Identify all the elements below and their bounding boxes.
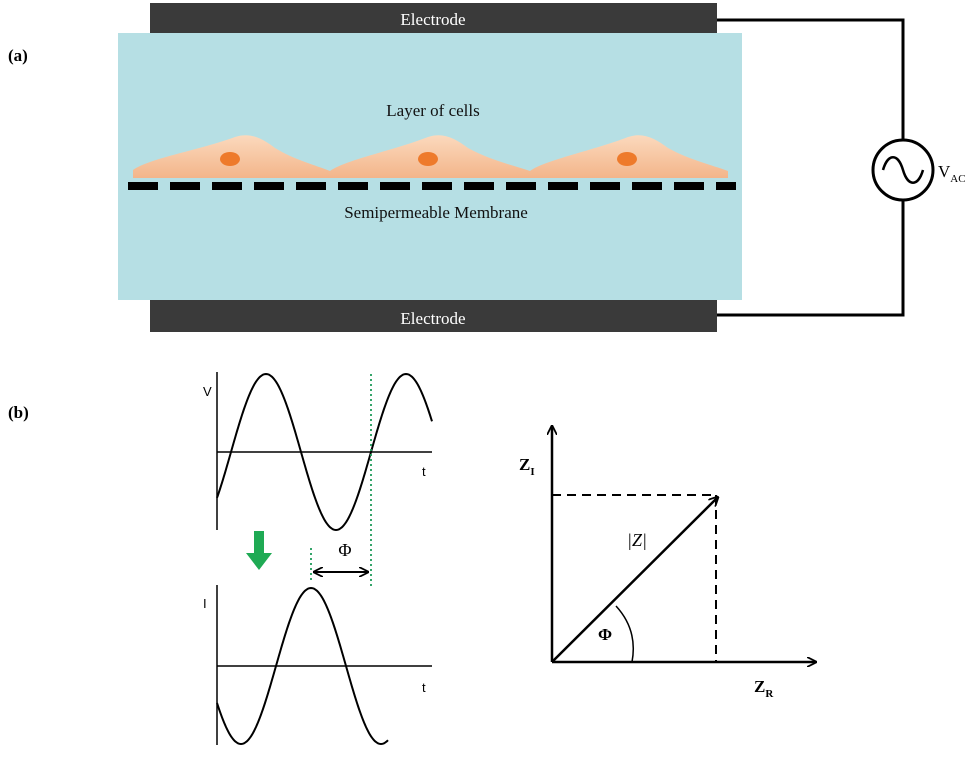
sine-wave-icon: [881, 156, 925, 184]
current-axis-label: I: [203, 596, 207, 611]
voltage-waveform: [216, 372, 433, 532]
panel-a-label: (a): [8, 46, 28, 65]
top-electrode-label: Electrode: [400, 10, 465, 29]
membrane-label: Semipermeable Membrane: [344, 203, 528, 222]
source-label: VAC: [938, 162, 966, 185]
angle-label: Φ: [598, 625, 612, 644]
cell-3-nucleus: [617, 152, 637, 166]
phase-angle-arc: [615, 605, 634, 663]
cell-layer: [133, 135, 728, 178]
top-electrode: [150, 3, 717, 33]
current-time-label: t: [422, 680, 426, 695]
magnitude-label: |Z|: [627, 530, 647, 550]
wire-top: [717, 18, 905, 140]
cell-2-nucleus: [418, 152, 438, 166]
panel-b-label: (b): [8, 403, 29, 422]
real-axis-label: ZR: [754, 677, 774, 700]
voltage-axis-label: V: [203, 384, 212, 399]
cell-1-nucleus: [220, 152, 240, 166]
down-arrow-icon: [246, 531, 272, 570]
wire-bottom: [717, 200, 905, 317]
cells-label: Layer of cells: [386, 101, 479, 120]
bottom-electrode-label: Electrode: [400, 309, 465, 328]
phase-label: Φ: [338, 540, 351, 560]
current-waveform: [216, 586, 389, 746]
impedance-vector: [551, 497, 718, 663]
bottom-electrode: [150, 300, 717, 332]
voltage-time-label: t: [422, 464, 426, 479]
imaginary-axis-label: ZI: [519, 455, 535, 478]
